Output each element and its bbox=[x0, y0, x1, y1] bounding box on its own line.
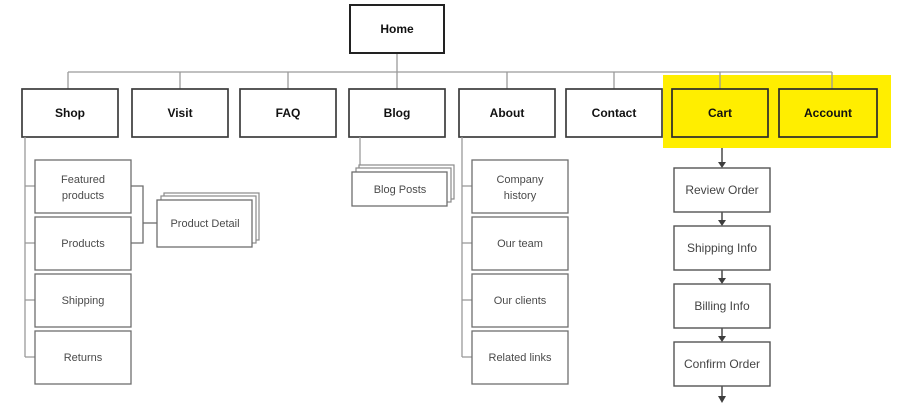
node-home-label: Home bbox=[380, 22, 414, 36]
node-related-links-label: Related links bbox=[489, 352, 552, 364]
node-visit-label: Visit bbox=[167, 106, 192, 120]
node-returns-label: Returns bbox=[64, 352, 103, 364]
node-our-team[interactable]: Our team bbox=[471, 216, 569, 271]
node-home[interactable]: Home bbox=[349, 4, 445, 54]
root-connectors bbox=[67, 53, 833, 89]
node-shipping[interactable]: Shipping bbox=[34, 273, 132, 328]
node-products[interactable]: Products bbox=[34, 216, 132, 271]
node-product-detail-label: Product Detail bbox=[170, 218, 239, 230]
node-blog-posts[interactable]: Blog Posts bbox=[351, 164, 455, 207]
node-confirm-order[interactable]: Confirm Order bbox=[673, 341, 771, 387]
node-shipping-info[interactable]: Shipping Info bbox=[673, 225, 771, 271]
node-cart-label: Cart bbox=[708, 106, 732, 120]
node-featured-products-label-line2: products bbox=[62, 190, 105, 202]
node-blog-posts-label: Blog Posts bbox=[374, 184, 427, 196]
node-shop[interactable]: Shop bbox=[21, 88, 119, 138]
node-our-clients[interactable]: Our clients bbox=[471, 273, 569, 328]
node-products-label: Products bbox=[61, 238, 105, 250]
node-shipping-info-label: Shipping Info bbox=[687, 241, 757, 255]
node-contact-label: Contact bbox=[592, 106, 637, 120]
node-featured-products[interactable]: Featured products bbox=[34, 159, 132, 214]
node-about[interactable]: About bbox=[458, 88, 556, 138]
node-blog-label: Blog bbox=[384, 106, 411, 120]
node-returns[interactable]: Returns bbox=[34, 330, 132, 385]
product-detail-stack-front bbox=[156, 199, 253, 248]
node-company-history-label-line1: Company bbox=[496, 174, 544, 186]
node-company-history[interactable]: Company history bbox=[471, 159, 569, 214]
cart-flow-connectors bbox=[718, 148, 726, 403]
node-review-order[interactable]: Review Order bbox=[673, 167, 771, 213]
node-review-order-label: Review Order bbox=[685, 183, 758, 197]
node-faq[interactable]: FAQ bbox=[239, 88, 337, 138]
node-cart[interactable]: Cart bbox=[671, 88, 769, 138]
node-blog[interactable]: Blog bbox=[348, 88, 446, 138]
node-billing-info-label: Billing Info bbox=[694, 299, 750, 313]
node-our-clients-label: Our clients bbox=[494, 295, 547, 307]
node-product-detail[interactable]: Product Detail bbox=[156, 192, 260, 248]
about-branch-connectors bbox=[461, 137, 472, 358]
node-contact[interactable]: Contact bbox=[565, 88, 663, 138]
node-faq-label: FAQ bbox=[276, 106, 301, 120]
blog-posts-stack-front bbox=[351, 171, 448, 207]
node-shipping-label: Shipping bbox=[62, 295, 105, 307]
node-confirm-order-label: Confirm Order bbox=[684, 357, 760, 371]
shop-branch-connectors bbox=[24, 137, 35, 358]
node-about-label: About bbox=[490, 106, 525, 120]
node-visit[interactable]: Visit bbox=[131, 88, 229, 138]
node-account-label: Account bbox=[804, 106, 852, 120]
node-shop-label: Shop bbox=[55, 106, 85, 120]
node-billing-info[interactable]: Billing Info bbox=[673, 283, 771, 329]
node-account[interactable]: Account bbox=[778, 88, 878, 138]
node-company-history-label-line2: history bbox=[504, 190, 537, 202]
node-our-team-label: Our team bbox=[497, 238, 543, 250]
node-related-links[interactable]: Related links bbox=[471, 330, 569, 385]
node-featured-products-label-line1: Featured bbox=[61, 174, 105, 186]
product-detail-connectors bbox=[131, 185, 157, 244]
